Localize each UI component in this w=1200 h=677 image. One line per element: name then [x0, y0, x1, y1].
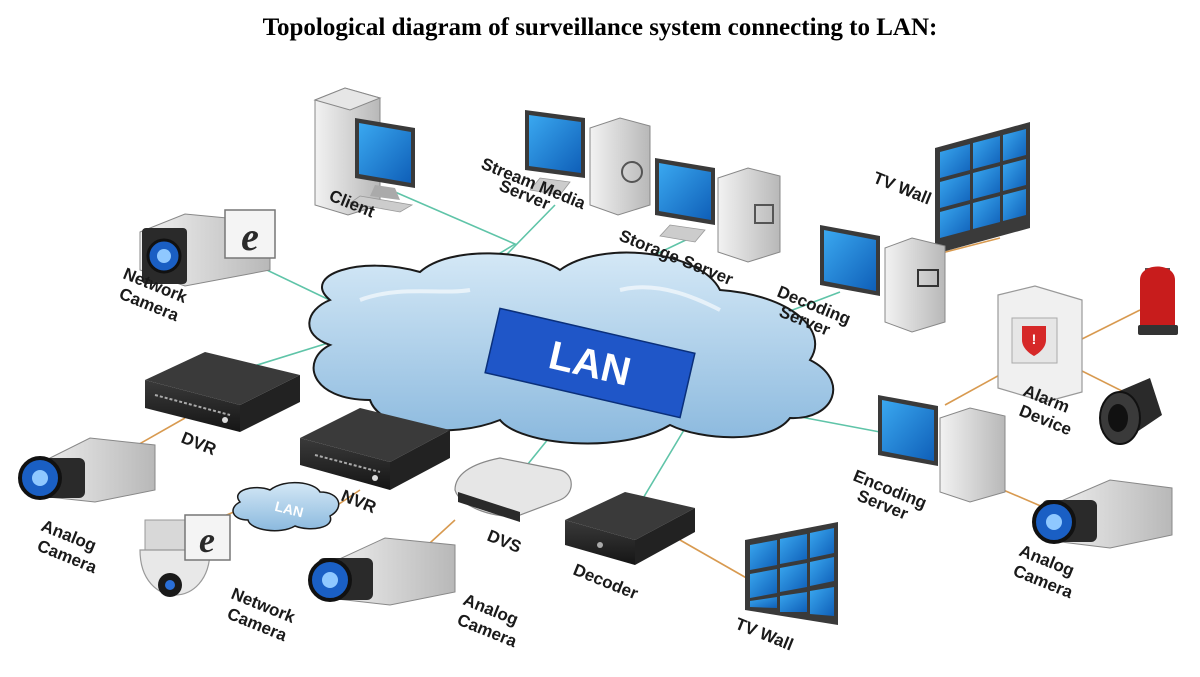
lan-cloud-small: LAN	[232, 481, 340, 532]
alarm-icon	[1022, 326, 1046, 356]
label-dvr: DVR	[179, 428, 219, 459]
label-tv-wall-top: TV Wall	[871, 168, 934, 208]
link-tvwall-bottom	[679, 539, 751, 581]
storage-icon	[754, 204, 774, 224]
network-camera-1: e	[139, 209, 276, 287]
label-nvr: NVR	[339, 486, 379, 517]
nvr-device	[300, 408, 450, 490]
svg-text:e: e	[241, 214, 259, 259]
link-alarm-beacon	[1079, 309, 1141, 341]
decoder-device	[565, 492, 695, 565]
label-decoder: Decoder	[571, 560, 642, 603]
tv-wall-bottom	[745, 522, 838, 625]
tv-wall-top	[935, 122, 1030, 254]
ie-icon-2	[184, 514, 231, 561]
alarm-device: !	[997, 285, 1083, 403]
lan-banner: LAN	[484, 307, 696, 419]
analog-camera-right	[1032, 479, 1173, 549]
client-pc	[313, 87, 415, 216]
film-reel-icon	[621, 161, 643, 183]
tv-icon	[917, 269, 939, 287]
dvs-device	[454, 457, 572, 522]
lan-small-label: LAN	[273, 498, 305, 520]
siren-icon	[1099, 378, 1162, 445]
ie-icon	[224, 209, 276, 259]
decoding-server	[820, 225, 946, 333]
alarm-beacon-icon	[1138, 266, 1178, 335]
network-camera-2: e	[139, 514, 231, 597]
label-tv-wall-bottom: TV Wall	[733, 614, 796, 654]
encoding-server	[878, 395, 1006, 503]
diagram-title: Topological diagram of surveillance syst…	[262, 14, 938, 41]
label-dvs: DVS	[485, 526, 525, 557]
svg-text:e: e	[199, 520, 215, 560]
link-alarm-encoding	[944, 371, 1006, 406]
stream-media-server	[525, 110, 651, 216]
storage-server	[655, 158, 781, 263]
analog-camera-middle	[308, 537, 456, 606]
svg-text:!: !	[1032, 331, 1037, 347]
analog-camera-left	[18, 437, 156, 503]
dvr-device	[145, 352, 300, 432]
